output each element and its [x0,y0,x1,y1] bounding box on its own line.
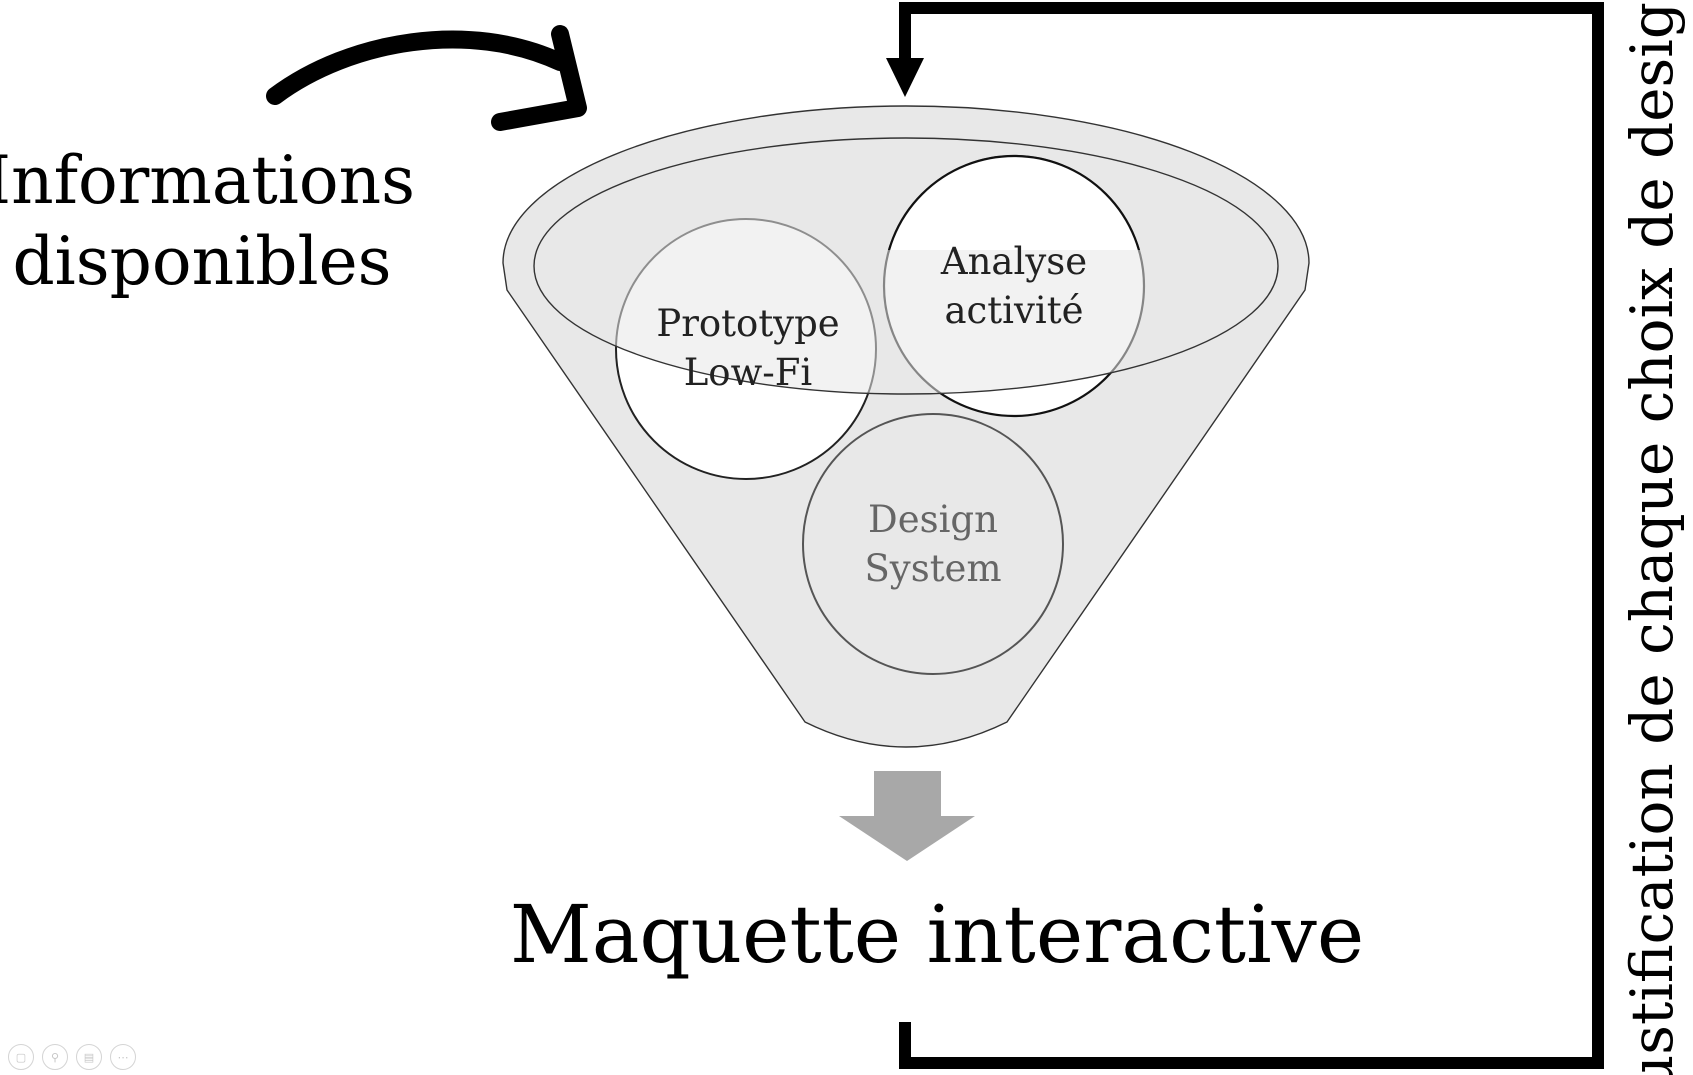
design-system-label-line2: System [864,547,1001,590]
feedback-loop [886,2,1604,1069]
input-label-line2: disponibles [12,223,391,300]
presentation-toolbar: ▢ ⚲ ▤ ⋯ [8,1044,136,1070]
output-arrow [839,771,975,861]
prototype-label-line1: Prototype [656,302,839,345]
input-arrow [266,25,587,131]
analyse-label-line1: Analyse [940,240,1087,283]
prototype-label-line2: Low-Fi [684,351,813,394]
design-system-label-line1: Design [868,498,998,541]
output-label: Maquette interactive [510,888,1364,981]
slides-icon[interactable]: ▢ [8,1044,34,1070]
analyse-label-line2: activité [945,289,1084,332]
zoom-icon[interactable]: ⚲ [42,1044,68,1070]
input-label-line1: Informations [0,142,415,219]
funnel-rim [533,137,1279,395]
circle-design-system [802,413,1064,675]
subtitles-icon[interactable]: ▤ [76,1044,102,1070]
circle-analyse-top [887,154,1141,250]
feedback-arrowhead [886,58,924,97]
feedback-label: Justification de chaque choix de design [1618,0,1686,1075]
more-icon[interactable]: ⋯ [110,1044,136,1070]
